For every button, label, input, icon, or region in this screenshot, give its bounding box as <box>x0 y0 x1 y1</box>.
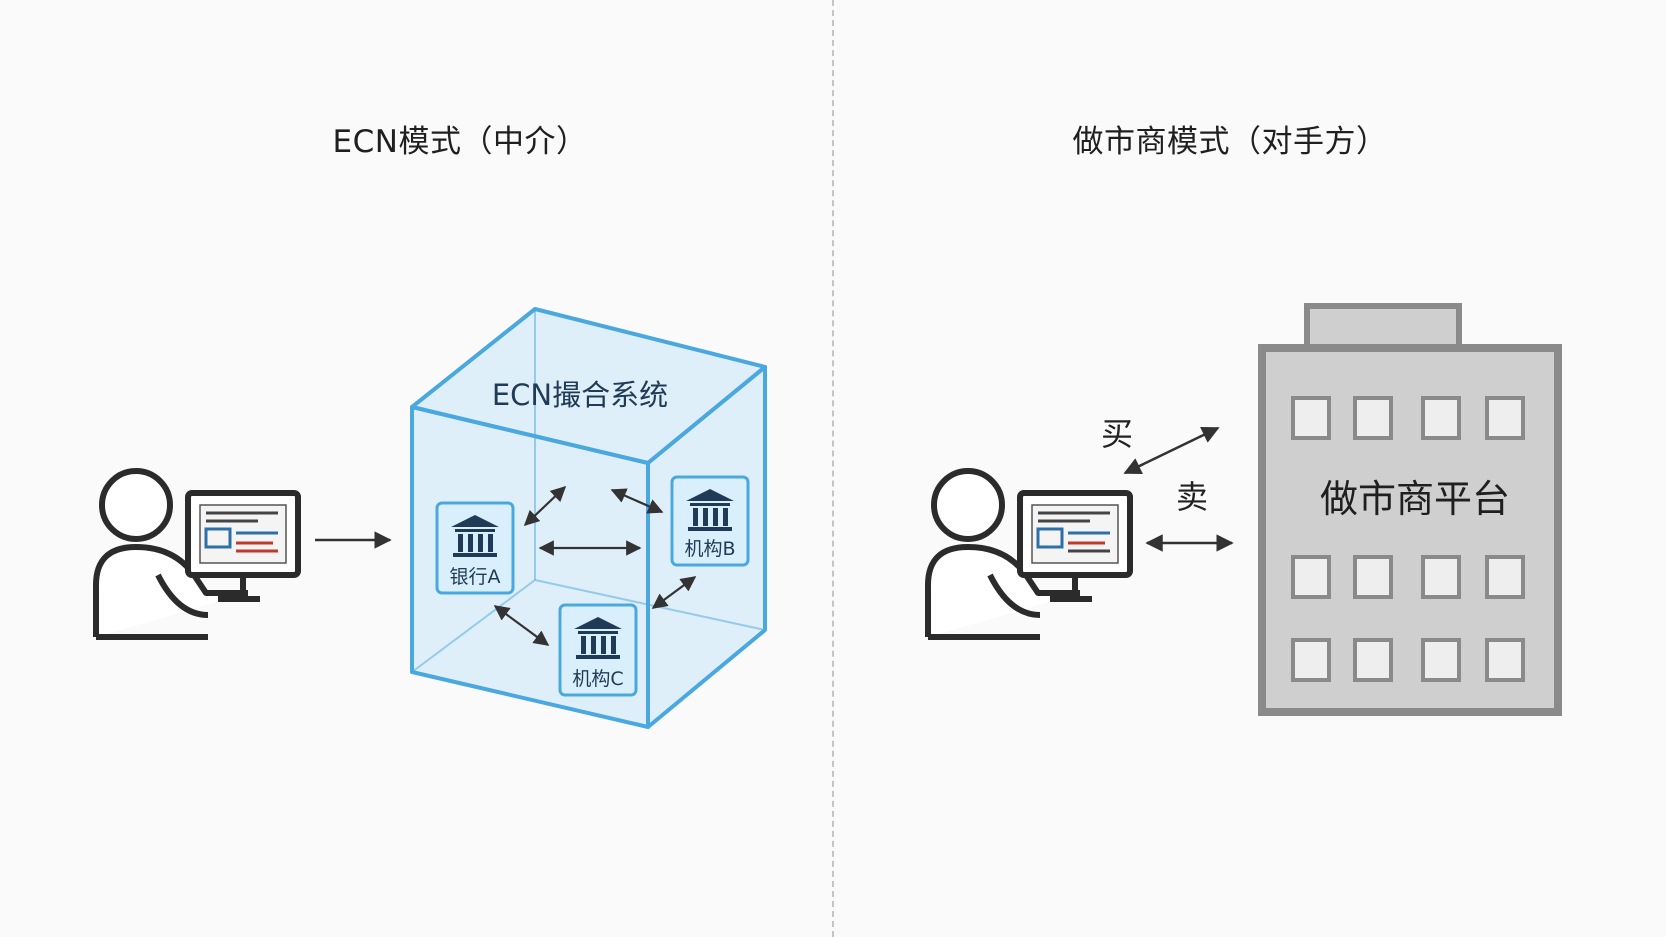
trade-arrows <box>1123 426 1234 552</box>
bank-icon <box>574 617 622 659</box>
institution-label: 机构B <box>684 538 735 560</box>
bank-icon <box>451 515 499 557</box>
ecn-connection-arrows <box>493 485 697 646</box>
market-maker-user-icon <box>925 468 1133 640</box>
ecn-user-icon <box>93 468 301 640</box>
ecn-system-label: ECN撮合系统 <box>492 378 668 412</box>
market-maker-panel-title: 做市商模式（对手方） <box>1072 124 1388 160</box>
institution-label: 机构C <box>572 668 623 690</box>
bank-icon <box>686 489 734 531</box>
ecn-panel-title: ECN模式（中介） <box>332 124 588 160</box>
institution-label: 银行A <box>450 566 501 588</box>
institution-card-org-c: 机构C <box>558 603 638 697</box>
ecn-system-cube <box>410 307 767 729</box>
institution-card-bank-a: 银行A <box>435 501 515 595</box>
panel-divider <box>832 0 834 937</box>
institution-card-org-b: 机构B <box>670 475 750 567</box>
market-maker-building-icon <box>1258 303 1562 716</box>
sell-label: 卖 <box>1176 478 1208 516</box>
market-maker-platform-label: 做市商平台 <box>1320 477 1510 521</box>
buy-label: 买 <box>1101 415 1133 453</box>
